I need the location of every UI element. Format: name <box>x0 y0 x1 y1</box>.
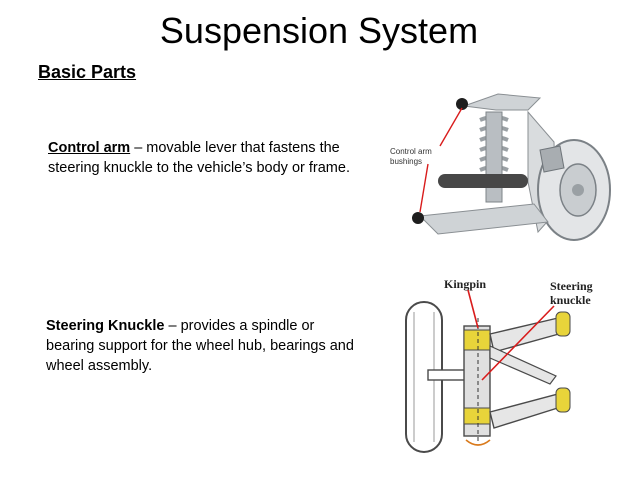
slide-title: Suspension System <box>159 10 479 51</box>
control-arm-bushings-label-line2: bushings <box>390 157 422 166</box>
steering-knuckle-description: Steering Knuckle – provides a spindle or… <box>46 316 366 376</box>
kingpin-label: Kingpin <box>444 277 486 291</box>
steering-label-line1: Steering <box>550 279 593 293</box>
control-arm-bushings-label-line1: Control arm <box>390 147 432 156</box>
control-arm-illustration: Control arm bushings <box>390 93 611 241</box>
control-arm-term: Control arm <box>48 140 131 156</box>
steering-knuckle-illustration: Kingpin Steering knuckle <box>405 277 593 453</box>
steering-knuckle-term: Steering Knuckle <box>46 318 165 334</box>
control-arm-definition: – movable lever that fastens the steerin… <box>48 140 350 176</box>
lower-bushing-icon <box>412 212 424 224</box>
upper-bushing-icon <box>456 98 468 110</box>
steering-label-line2: knuckle <box>550 293 591 307</box>
steering-knuckle-definition: – provides a spindle or bearing support … <box>46 318 354 374</box>
control-arm-description: Control arm – movable lever that fastens… <box>48 138 358 178</box>
slide-subtitle: Basic Parts <box>38 62 137 82</box>
